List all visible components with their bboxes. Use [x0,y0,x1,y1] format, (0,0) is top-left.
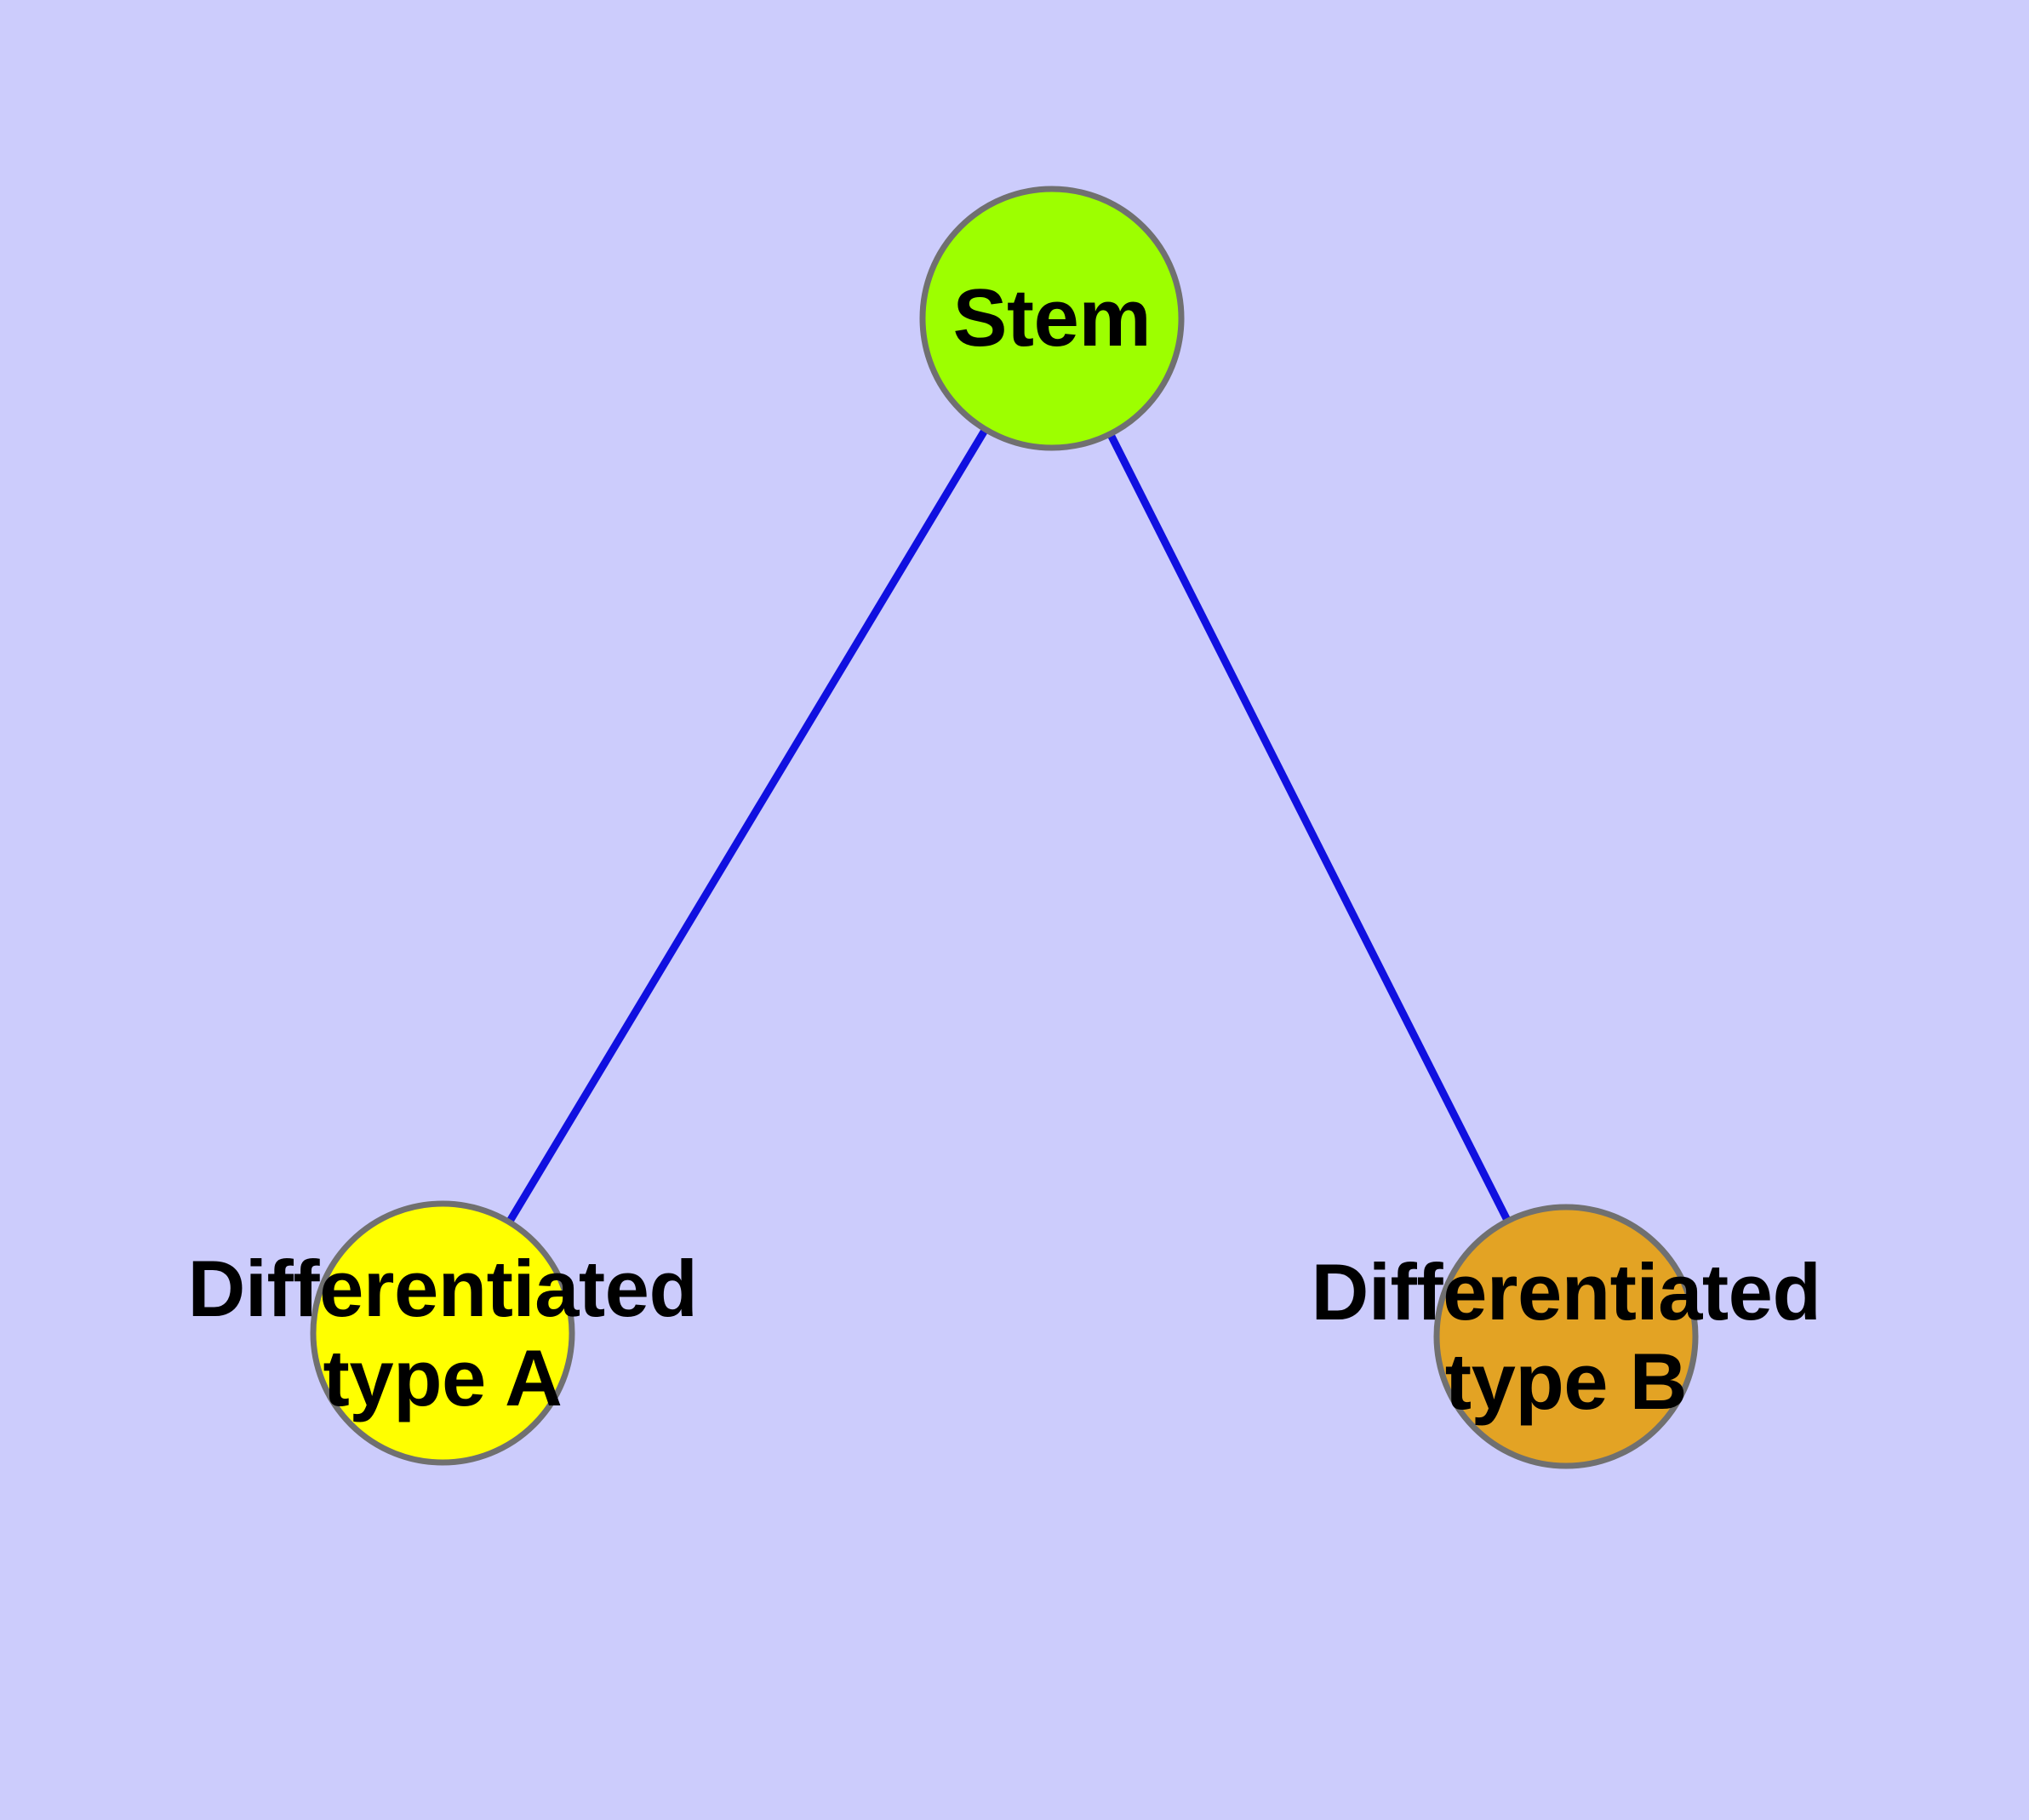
node-circle-diff-a[interactable] [310,1200,575,1466]
edge-stem-to-b[interactable] [1048,316,1570,1339]
edge-layer [439,316,1570,1339]
node-circle-stem[interactable] [919,186,1185,451]
node-circle-diff-b[interactable] [1433,1204,1699,1469]
edge-stem-to-a[interactable] [439,316,1055,1336]
node-layer [310,186,1699,1469]
